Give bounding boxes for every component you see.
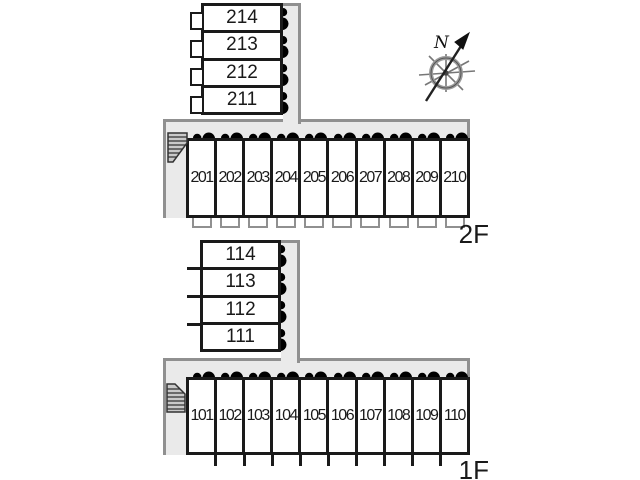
balcony-tab-212 bbox=[190, 68, 204, 86]
room-204: 204 bbox=[270, 141, 298, 215]
balcony-rect bbox=[220, 216, 240, 228]
room-102: 102 bbox=[214, 380, 242, 452]
balcony-rect bbox=[304, 216, 324, 228]
fence-stub bbox=[243, 453, 246, 466]
balcony-rect bbox=[276, 216, 296, 228]
fence-stub bbox=[271, 453, 274, 466]
fence-stub bbox=[187, 267, 201, 270]
corridor-wing-strip-1f bbox=[281, 240, 300, 363]
fence-stub bbox=[214, 453, 217, 466]
room-row-1f: 101 102 103 104 105 106 107 108 109 110 bbox=[186, 377, 470, 455]
room-207: 207 bbox=[354, 141, 383, 215]
balcony-rect bbox=[248, 216, 268, 228]
compass-icon: N bbox=[418, 31, 476, 102]
compass-north-label: N bbox=[433, 33, 450, 53]
fence-stub bbox=[439, 453, 442, 466]
fence-stub bbox=[187, 323, 201, 326]
balcony-rect bbox=[417, 216, 437, 228]
balcony-tab-213 bbox=[190, 40, 204, 58]
balcony-rect bbox=[360, 216, 380, 228]
balcony-rect bbox=[332, 216, 352, 228]
fence-stub bbox=[187, 295, 201, 298]
wing-stack-2f: 214 213 212 211 bbox=[201, 3, 283, 115]
staircase-icon-1f bbox=[166, 383, 186, 413]
fence-stub bbox=[383, 453, 386, 466]
room-107: 107 bbox=[354, 380, 383, 452]
room-110: 110 bbox=[438, 380, 467, 452]
room-113: 113 bbox=[203, 267, 278, 294]
fence-stub bbox=[411, 453, 414, 466]
room-203: 203 bbox=[242, 141, 270, 215]
floor-label-2f: 2F bbox=[458, 219, 489, 249]
fence-stub bbox=[355, 453, 358, 466]
balcony-tab-214 bbox=[190, 12, 204, 30]
room-106: 106 bbox=[326, 380, 355, 452]
staircase-icon-2f bbox=[167, 132, 188, 163]
room-112: 112 bbox=[203, 294, 278, 322]
floor-label-1f: 1F bbox=[458, 455, 489, 480]
balcony-rect bbox=[389, 216, 409, 228]
room-114: 114 bbox=[225, 244, 256, 266]
room-206: 206 bbox=[326, 141, 355, 215]
room-201: 201 bbox=[190, 169, 214, 186]
room-213: 213 bbox=[204, 30, 280, 57]
room-109: 109 bbox=[410, 380, 439, 452]
room-205: 205 bbox=[298, 141, 327, 215]
room-111: 111 bbox=[203, 321, 278, 349]
fence-stub bbox=[327, 453, 330, 466]
room-104: 104 bbox=[270, 380, 298, 452]
room-214: 214 bbox=[226, 7, 258, 29]
room-209: 209 bbox=[410, 141, 439, 215]
room-211: 211 bbox=[204, 84, 280, 112]
wing-stack-1f: 114 113 112 111 bbox=[200, 240, 281, 352]
corridor-wing-strip-2f bbox=[283, 3, 301, 124]
room-103: 103 bbox=[242, 380, 270, 452]
balcony-rect bbox=[192, 216, 212, 228]
room-105: 105 bbox=[298, 380, 327, 452]
fence-stub bbox=[299, 453, 302, 466]
room-212: 212 bbox=[204, 57, 280, 85]
room-101: 101 bbox=[190, 407, 214, 424]
room-row-2f: 201 202 203 204 205 206 207 208 209 210 bbox=[186, 138, 470, 218]
room-202: 202 bbox=[214, 141, 242, 215]
room-210: 210 bbox=[438, 141, 467, 215]
room-108: 108 bbox=[382, 380, 411, 452]
balcony-tab-211 bbox=[190, 96, 204, 114]
balcony-rect bbox=[445, 216, 465, 228]
room-208: 208 bbox=[382, 141, 411, 215]
